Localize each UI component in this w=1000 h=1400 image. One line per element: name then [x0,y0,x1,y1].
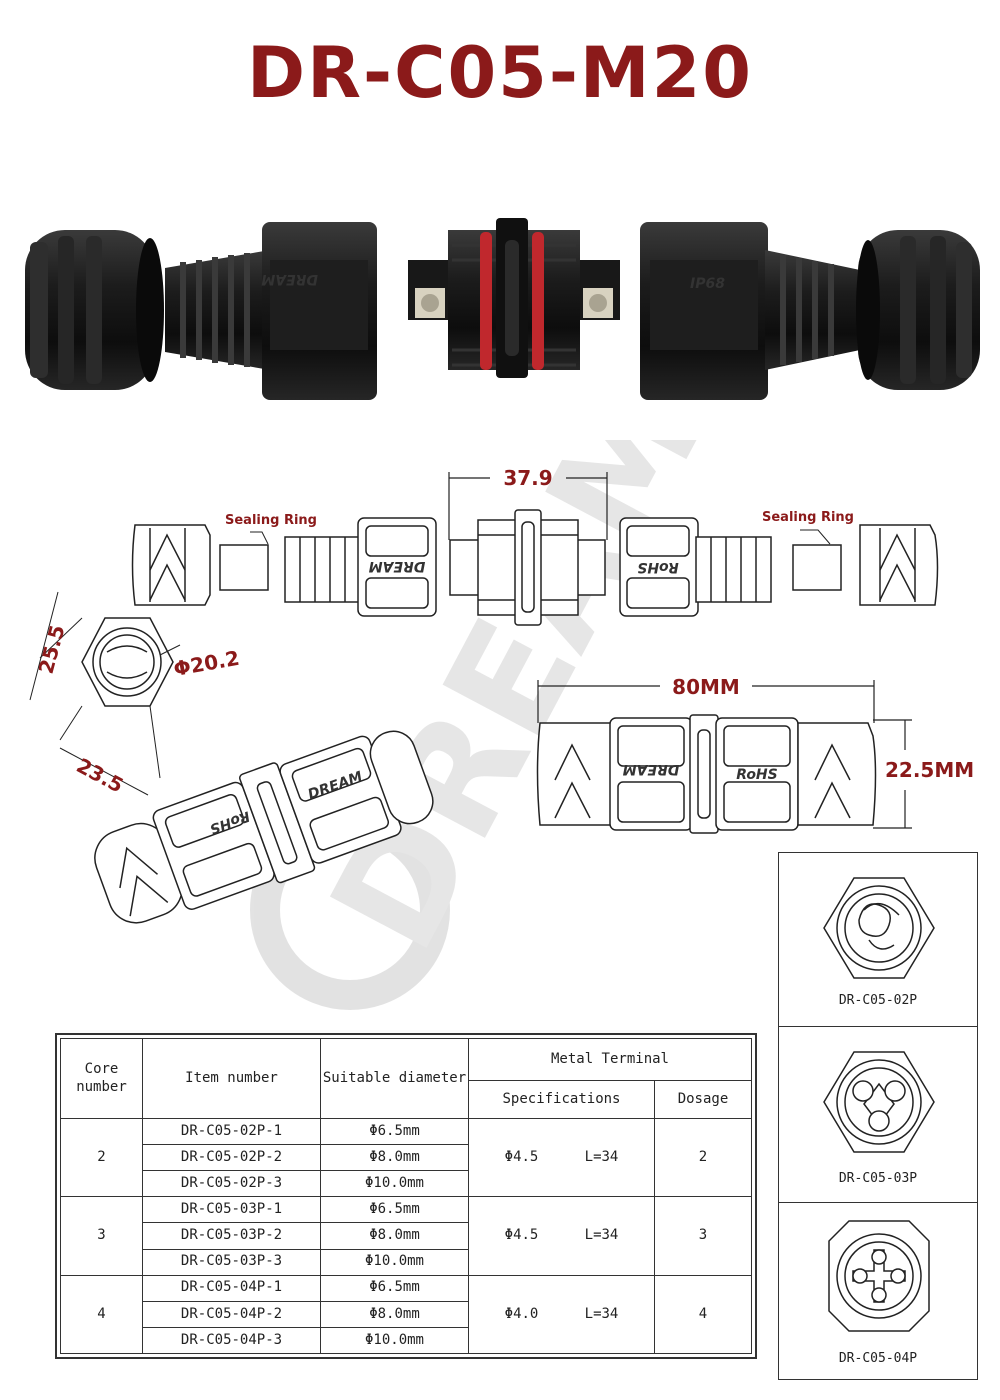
core-cell: 4 [60,1274,143,1355]
diameter-cell: Φ6.5mm [320,1117,469,1146]
diameter-cell: Φ6.5mm [320,1196,469,1224]
left-gland: DREAM [165,222,377,400]
diameter-cell: Φ10.0mm [320,1326,469,1355]
dim-center-length: 37.9 [503,466,552,490]
hex-end-view [81,617,174,707]
perspective-view [94,730,434,924]
variant-04p: DR-C05-04P [779,1203,977,1381]
variant-label: DR-C05-03P [838,1171,918,1186]
spec-cell: Φ4.5 L=34 [468,1117,655,1198]
item-cell: DR-C05-04P-3 [142,1326,321,1355]
variant-02p-drawing [823,877,935,979]
svg-text:IP68: IP68 [690,276,725,292]
table-row: 4 DR-C05-04P-1 Φ6.5mm Φ4.0 L=34 4 [60,1274,752,1355]
diameter-cell: Φ10.0mm [320,1170,469,1198]
brand-rohs-label: RoHS [637,559,679,575]
dim-total-length: 80MM [672,675,740,699]
product-photo: DREAM IP68 [25,218,980,400]
assembled-dream-label: DREAM [623,761,680,777]
spec-table: Core number Item number Suitable diamete… [55,1033,757,1359]
header-specifications: Specifications [468,1080,655,1119]
technical-drawing: DREAM DREA [29,440,974,1010]
dim-height: 22.5MM [885,758,974,782]
right-cap [856,230,980,390]
brand-dream-label: DREAM [369,558,426,574]
item-cell: DR-C05-04P-1 [142,1274,321,1302]
header-suitable-diameter: Suitable diameter [320,1038,469,1119]
variant-02p: DR-C05-02P [779,853,977,1027]
table-row: 2 DR-C05-02P-1 Φ6.5mm Φ4.5 L=34 2 [60,1117,752,1198]
spec-length: L=34 [584,1227,619,1244]
spec-diameter: Φ4.5 [504,1227,539,1244]
spec-diameter: Φ4.0 [504,1305,539,1322]
dim-hex-bottom: 23.5 [73,753,128,797]
spec-cell: Φ4.5 L=34 [468,1196,655,1276]
dim-hex-side: 25.5 [34,622,70,676]
core-cell: 3 [60,1196,143,1276]
dim-hex-diameter: Φ20.2 [172,646,242,681]
table-row: 3 DR-C05-03P-1 Φ6.5mm Φ4.5 L=34 3 [60,1196,752,1276]
variant-04p-drawing [828,1220,930,1332]
table-row: DR-C05-02P-2 Φ8.0mm [61,1144,752,1172]
table-row: DR-C05-04P-3 Φ10.0mm [61,1326,752,1355]
variant-03p: DR-C05-03P [779,1027,977,1203]
diameter-cell: Φ8.0mm [320,1144,469,1172]
assembled-view [536,714,877,834]
right-gland: IP68 [640,222,860,400]
spec-length: L=34 [584,1148,619,1165]
core-cell: 2 [60,1117,143,1198]
header-metal-terminal: Metal Terminal [468,1038,752,1081]
spec-length: L=34 [584,1305,619,1322]
item-cell: DR-C05-02P-2 [142,1144,321,1172]
diameter-cell: Φ6.5mm [320,1274,469,1302]
page-title: DR-C05-M20 [247,32,753,114]
item-cell: DR-C05-02P-1 [142,1117,321,1146]
variant-03p-drawing [823,1051,935,1153]
diameter-cell: Φ8.0mm [320,1300,469,1328]
variant-label: DR-C05-02P [838,993,918,1008]
sealing-ring-right-label: Sealing Ring [762,510,854,525]
header-core-number: Core number [60,1038,143,1119]
left-cap [25,230,164,390]
center-coupler [408,218,620,378]
spec-diameter: Φ4.5 [504,1148,539,1165]
svg-text:DREAM: DREAM [261,271,318,287]
table-row: DR-C05-03P-3 Φ10.0mm [61,1248,752,1276]
assembled-rohs-label: RoHS [736,767,778,783]
item-cell: DR-C05-02P-3 [142,1170,321,1198]
sealing-ring-left-label: Sealing Ring [225,513,317,528]
variants-panel: DR-C05-02P DR-C05-03P [778,852,978,1380]
dosage-cell: 3 [654,1196,752,1276]
dosage-cell: 4 [654,1274,752,1355]
table-row: DR-C05-02P-3 Φ10.0mm [61,1170,752,1198]
variant-label: DR-C05-04P [838,1351,918,1366]
item-cell: DR-C05-03P-2 [142,1222,321,1250]
table-row: DR-C05-04P-2 Φ8.0mm [61,1300,752,1328]
diameter-cell: Φ8.0mm [320,1222,469,1250]
exploded-view [131,509,939,626]
table-row: DR-C05-03P-2 Φ8.0mm [61,1222,752,1250]
spec-cell: Φ4.0 L=34 [468,1274,655,1355]
item-cell: DR-C05-03P-1 [142,1196,321,1224]
item-cell: DR-C05-04P-2 [142,1300,321,1328]
header-dosage: Dosage [654,1080,752,1119]
item-cell: DR-C05-03P-3 [142,1248,321,1276]
header-item-number: Item number [142,1038,321,1119]
diameter-cell: Φ10.0mm [320,1248,469,1276]
dosage-cell: 2 [654,1117,752,1198]
